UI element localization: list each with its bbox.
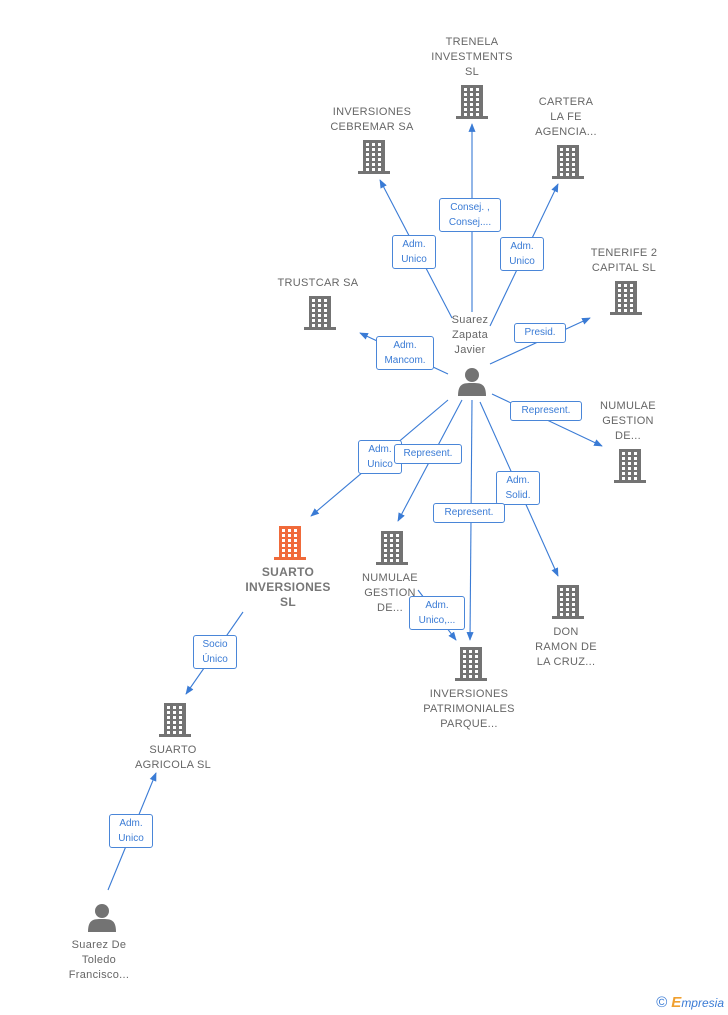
node-label-line: INVESTMENTS bbox=[431, 51, 513, 63]
brand-initial: E bbox=[671, 994, 682, 1011]
node-label-line: NUMULAE bbox=[362, 572, 418, 584]
person-icon-suarez_francisco[interactable] bbox=[88, 904, 116, 932]
node-label-line: INVERSIONES bbox=[245, 580, 331, 594]
edge-label-suarez_javier-to-don_ramon[interactable]: Adm. Solid. bbox=[496, 471, 540, 505]
building-icon-cartera[interactable] bbox=[552, 145, 584, 179]
node-label-line: CEBREMAR SA bbox=[330, 121, 414, 133]
person-icon-suarez_javier[interactable] bbox=[458, 368, 486, 396]
node-label-cartera[interactable]: CARTERA LA FE AGENCIA... bbox=[491, 95, 641, 140]
node-label-inv_patr[interactable]: INVERSIONES PATRIMONIALES PARQUE... bbox=[394, 687, 544, 732]
edge-label-line: Adm. bbox=[393, 340, 417, 351]
edge-label-line: Unico,... bbox=[418, 615, 456, 626]
edge-label-line: Único bbox=[202, 654, 228, 665]
edge-label-suarez_javier-to-trustcar[interactable]: Adm. Mancom. bbox=[376, 336, 434, 370]
building-icon-trustcar[interactable] bbox=[304, 296, 336, 330]
node-label-line: Toledo bbox=[81, 954, 117, 966]
node-label-line: LA CRUZ... bbox=[536, 656, 596, 668]
edge-label-line: Consej.... bbox=[448, 217, 492, 228]
node-label-line: SUARTO bbox=[149, 744, 197, 756]
node-label-line: Zapata bbox=[451, 329, 489, 341]
building-icon-suarto_agr[interactable] bbox=[159, 703, 191, 737]
edge-label-line: Unico bbox=[401, 254, 427, 265]
node-label-line: Suarez bbox=[451, 314, 489, 326]
node-label-line: TRENELA bbox=[445, 36, 499, 48]
building-icon-inv_patr[interactable] bbox=[455, 647, 487, 681]
edge-label-suarez_javier-to-numulae2[interactable]: Represent. bbox=[394, 444, 462, 464]
building-icon-numulae2[interactable] bbox=[376, 531, 408, 565]
edge-label-line: Adm. bbox=[506, 475, 530, 486]
edge-label-line: Solid. bbox=[505, 490, 531, 501]
node-label-line: TRUSTCAR SA bbox=[277, 277, 359, 289]
node-label-line: SL bbox=[464, 66, 480, 78]
edge-label-line: Adm. bbox=[425, 600, 449, 611]
edge-label-line: Unico bbox=[509, 256, 535, 267]
edge-label-line: Adm. bbox=[368, 444, 392, 455]
edge-label-line: Represent. bbox=[444, 507, 494, 518]
node-label-line: GESTION bbox=[602, 415, 654, 427]
edge-label-line: Adm. bbox=[402, 239, 426, 250]
node-label-line: Francisco... bbox=[68, 969, 130, 981]
building-icon-tenerife[interactable] bbox=[610, 281, 642, 315]
edge-label-line: Presid. bbox=[524, 327, 556, 338]
node-label-line: RAMON DE bbox=[535, 641, 597, 653]
node-label-line: TENERIFE 2 bbox=[590, 247, 658, 259]
node-label-line: CARTERA bbox=[538, 96, 594, 108]
edge-label-line: Adm. bbox=[510, 241, 534, 252]
empresia-watermark: ©Empresia bbox=[656, 994, 724, 1011]
edge-label-line: Represent. bbox=[403, 448, 453, 459]
edge-label-suarez_francisco-to-suarto_agr[interactable]: Adm. Unico bbox=[109, 814, 153, 848]
node-label-don_ramon[interactable]: DON RAMON DE LA CRUZ... bbox=[491, 625, 641, 670]
node-label-line: PARQUE... bbox=[440, 718, 498, 730]
edge-label-suarez_javier-to-numulae1[interactable]: Represent. bbox=[510, 401, 582, 421]
node-label-line: GESTION bbox=[364, 587, 416, 599]
node-label-line: DE... bbox=[615, 430, 641, 442]
edge-label-line: Adm. bbox=[119, 818, 143, 829]
node-label-line: INVERSIONES bbox=[332, 106, 412, 118]
node-label-numulae2[interactable]: NUMULAE GESTION DE... bbox=[315, 571, 465, 616]
node-label-line: DON bbox=[553, 626, 579, 638]
building-icon-don_ramon[interactable] bbox=[552, 585, 584, 619]
edge-label-suarez_javier-to-cebremar[interactable]: Adm. Unico bbox=[392, 235, 436, 269]
edge-label-suarez_javier-to-cartera[interactable]: Adm. Unico bbox=[500, 237, 544, 271]
node-label-line: PATRIMONIALES bbox=[423, 703, 515, 715]
node-label-numulae1[interactable]: NUMULAE GESTION DE... bbox=[553, 399, 703, 444]
edge-label-suarez_javier-to-inv_patr[interactable]: Represent. bbox=[433, 503, 505, 523]
building-icon-numulae1[interactable] bbox=[614, 449, 646, 483]
edge-label-line: Consej. , bbox=[450, 202, 490, 213]
edge-label-line: Unico bbox=[118, 833, 144, 844]
building-icon-trenela[interactable] bbox=[456, 85, 488, 119]
edge-label-line: Mancom. bbox=[384, 355, 426, 366]
building-icon-cebremar[interactable] bbox=[358, 140, 390, 174]
node-label-line: SL bbox=[280, 595, 296, 609]
copyright-symbol: © bbox=[656, 994, 668, 1011]
building-icon-suarto_inv[interactable] bbox=[274, 526, 306, 560]
node-label-line: Suarez De bbox=[71, 939, 127, 951]
edge-label-suarez_javier-to-tenerife[interactable]: Presid. bbox=[514, 323, 566, 343]
edge-label-line: Represent. bbox=[521, 405, 571, 416]
node-label-line: DE... bbox=[377, 602, 403, 614]
node-label-cebremar[interactable]: INVERSIONES CEBREMAR SA bbox=[297, 105, 447, 135]
node-label-trustcar[interactable]: TRUSTCAR SA bbox=[243, 276, 393, 291]
node-label-line: SUARTO bbox=[261, 565, 315, 579]
edge-label-suarez_javier-to-trenela[interactable]: Consej. , Consej.... bbox=[439, 198, 501, 232]
node-label-line: LA FE bbox=[550, 111, 582, 123]
node-label-line: AGENCIA... bbox=[535, 126, 597, 138]
node-label-suarto_agr[interactable]: SUARTO AGRICOLA SL bbox=[98, 743, 248, 773]
node-label-tenerife[interactable]: TENERIFE 2 CAPITAL SL bbox=[549, 246, 699, 276]
node-label-line: Javier bbox=[454, 344, 486, 356]
node-label-line: INVERSIONES bbox=[429, 688, 509, 700]
node-label-trenela[interactable]: TRENELA INVESTMENTS SL bbox=[397, 35, 547, 80]
node-label-line: NUMULAE bbox=[600, 400, 656, 412]
brand-name: mpresia bbox=[681, 996, 724, 1010]
node-label-line: AGRICOLA SL bbox=[134, 759, 212, 771]
edge-label-numulae2-to-inv_patr[interactable]: Adm. Unico,... bbox=[409, 596, 465, 630]
node-label-line: CAPITAL SL bbox=[591, 262, 657, 274]
edge-label-line: Unico bbox=[367, 459, 393, 470]
edge-label-line: Socio bbox=[202, 639, 228, 650]
